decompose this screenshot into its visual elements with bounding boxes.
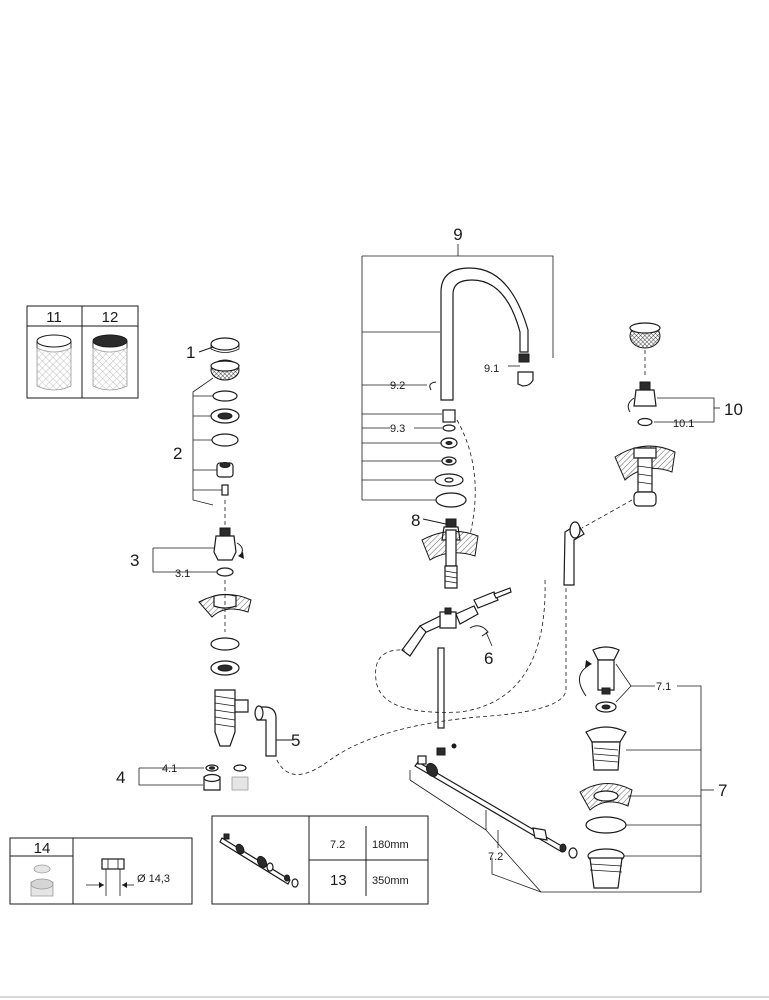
- callout-4-1: 4.1: [162, 763, 177, 775]
- callout-6: 6: [484, 649, 493, 668]
- callout-9: 9: [453, 225, 462, 244]
- callout-10: 10: [724, 400, 743, 419]
- inset-label-11: 11: [46, 309, 62, 326]
- inset-label-12: 12: [102, 309, 119, 326]
- inset-label-14: 14: [34, 840, 51, 857]
- callout-8: 8: [411, 511, 420, 530]
- table-row1-code: 7.2: [330, 839, 345, 851]
- callout-4: 4: [116, 768, 125, 787]
- rod-length-table: 7.2 180mm 13 350mm: [211, 815, 429, 905]
- diameter-label: Ø 14,3: [137, 873, 170, 885]
- drain-assembly: 7.1 7 7.2: [409, 646, 727, 893]
- table-row2-code: 13: [330, 872, 347, 889]
- bottom-divider: [0, 996, 769, 998]
- aerator-11-icon: [36, 334, 72, 391]
- right-valve-assembly: 10 10.1: [563, 322, 743, 586]
- table-row1-length: 180mm: [372, 839, 409, 851]
- inset-11-12: 11 12: [26, 305, 139, 399]
- callout-9-3: 9.3: [390, 423, 405, 435]
- callout-3: 3: [130, 551, 139, 570]
- inset-14: 14 Ø 14,3: [9, 837, 193, 905]
- aerator-12-icon: [92, 334, 128, 391]
- callout-7: 7: [718, 781, 727, 800]
- callout-7-1: 7.1: [656, 681, 671, 693]
- callout-1: 1: [186, 343, 195, 362]
- callout-2: 2: [173, 444, 182, 463]
- callout-7-2: 7.2: [488, 851, 503, 863]
- callout-3-1: 3.1: [175, 568, 190, 580]
- callout-5: 5: [291, 731, 300, 750]
- left-valve-assembly: 1 2 3 3.1 4 4.1: [116, 337, 300, 791]
- callout-10-1: 10.1: [673, 418, 694, 430]
- spout-assembly: 9 9.1 9.2 9.3 8: [361, 225, 554, 729]
- callout-9-1: 9.1: [484, 363, 499, 375]
- callout-9-2: 9.2: [390, 380, 405, 392]
- table-row2-length: 350mm: [372, 875, 409, 887]
